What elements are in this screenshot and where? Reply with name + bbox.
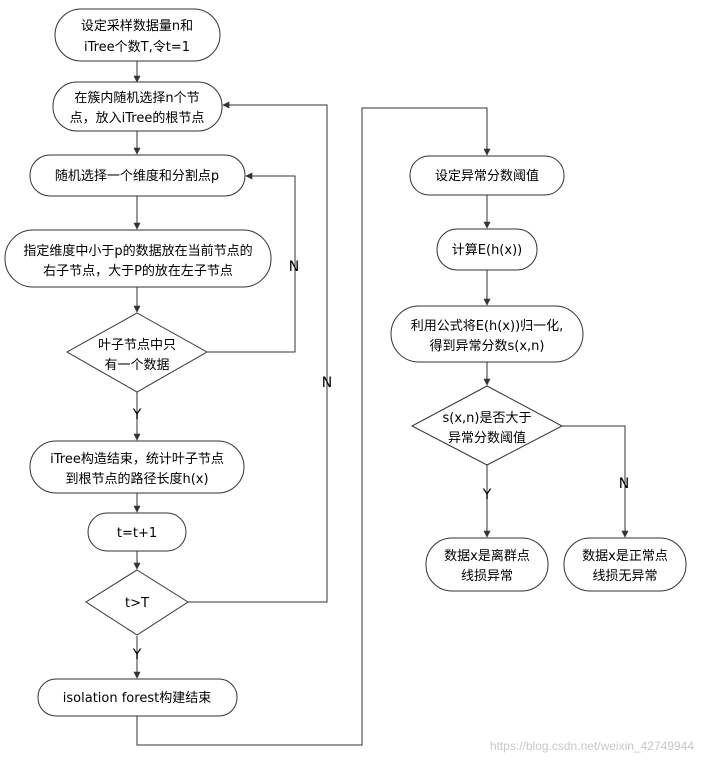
edges bbox=[133, 61, 629, 746]
node-outlier: 数据x是离群点 线损异常 bbox=[425, 537, 549, 592]
node-init: 设定采样数据量n和 iTree个数T,令t=1 bbox=[54, 8, 221, 62]
node-t-check: t>T bbox=[85, 569, 189, 636]
node-score-check: s(x,n)是否大于 异常分数阈值 bbox=[410, 385, 564, 466]
node-normalize: 利用公式将E(h(x))归一化, 得到异常分数s(x,n) bbox=[390, 305, 584, 363]
node-pick-dim-line-1: 随机选择一个维度和分割点p bbox=[55, 168, 219, 184]
node-init-line-2: iTree个数T,令t=1 bbox=[84, 40, 190, 55]
edge-forestend-to-threshold bbox=[136, 107, 491, 746]
node-compute: 计算E(h(x)) bbox=[436, 228, 538, 271]
watermark: https://blog.csdn.net/weixin_42749944 bbox=[489, 739, 694, 753]
edge-leafcheck-no-loop bbox=[207, 172, 296, 353]
node-normal-line-2: 线损无异常 bbox=[592, 569, 657, 584]
edge-scorecheck-no bbox=[562, 425, 629, 538]
node-normalize-line-1: 利用公式将E(h(x))归一化, bbox=[411, 319, 564, 334]
node-leaf-check-line-2: 有一个数据 bbox=[104, 358, 169, 373]
nodes: 设定采样数据量n和 iTree个数T,令t=1 在簇内随机选择n个节 点，放入i… bbox=[4, 8, 687, 717]
node-threshold: 设定异常分数阈值 bbox=[409, 155, 565, 196]
node-sample-line-1: 在簇内随机选择n个节 bbox=[74, 90, 199, 106]
label-score-yes: Y bbox=[482, 487, 492, 503]
node-pick-dim: 随机选择一个维度和分割点p bbox=[29, 154, 246, 197]
node-t-check-line-1: t>T bbox=[125, 596, 149, 611]
node-forest-end-line-1: isolation forest构建结束 bbox=[63, 691, 211, 706]
edge-tcheck-no-loop bbox=[188, 101, 328, 603]
node-sample: 在簇内随机选择n个节 点，放入iTree的根节点 bbox=[52, 81, 223, 132]
edge-labels: N Y N Y Y N bbox=[132, 259, 630, 663]
label-t-no: N bbox=[322, 375, 332, 391]
node-score-check-line-2: 异常分数阈值 bbox=[448, 430, 526, 446]
node-normalize-line-2: 得到异常分数s(x,n) bbox=[430, 338, 545, 354]
node-score-check-line-1: s(x,n)是否大于 bbox=[443, 411, 532, 426]
label-leaf-no: N bbox=[289, 259, 299, 275]
node-split-line-1: 指定维度中小于p的数据放在当前节点的 bbox=[23, 243, 252, 259]
node-forest-end: isolation forest构建结束 bbox=[37, 678, 238, 717]
node-normal-line-1: 数据x是正常点 bbox=[582, 549, 668, 564]
node-itree-end-line-1: iTree构造结束，统计叶子节点 bbox=[50, 452, 224, 467]
node-split-line-2: 右子节点，大于P的放在左子节点 bbox=[43, 263, 233, 279]
node-sample-line-2: 点，放入iTree的根节点 bbox=[70, 110, 205, 126]
label-score-no: N bbox=[619, 476, 629, 492]
node-compute-line-1: 计算E(h(x)) bbox=[452, 243, 522, 258]
node-normal: 数据x是正常点 线损无异常 bbox=[563, 537, 687, 592]
node-outlier-line-2: 线损异常 bbox=[461, 569, 513, 584]
node-increment-line-1: t=t+1 bbox=[117, 526, 157, 541]
node-outlier-line-1: 数据x是离群点 bbox=[444, 548, 530, 564]
node-itree-end: iTree构造结束，统计叶子节点 到根节点的路径长度h(x) bbox=[29, 440, 245, 494]
node-leaf-check: 叶子节点中只 有一个数据 bbox=[65, 312, 209, 393]
node-leaf-check-line-1: 叶子节点中只 bbox=[98, 338, 176, 353]
node-increment: t=t+1 bbox=[87, 512, 187, 552]
label-leaf-yes: Y bbox=[132, 407, 142, 423]
node-itree-end-line-2: 到根节点的路径长度h(x) bbox=[65, 471, 208, 487]
node-split: 指定维度中小于p的数据放在当前节点的 右子节点，大于P的放在左子节点 bbox=[4, 229, 272, 288]
label-t-yes: Y bbox=[132, 647, 142, 663]
node-threshold-line-1: 设定异常分数阈值 bbox=[435, 168, 539, 184]
node-init-line-1: 设定采样数据量n和 bbox=[81, 19, 193, 34]
